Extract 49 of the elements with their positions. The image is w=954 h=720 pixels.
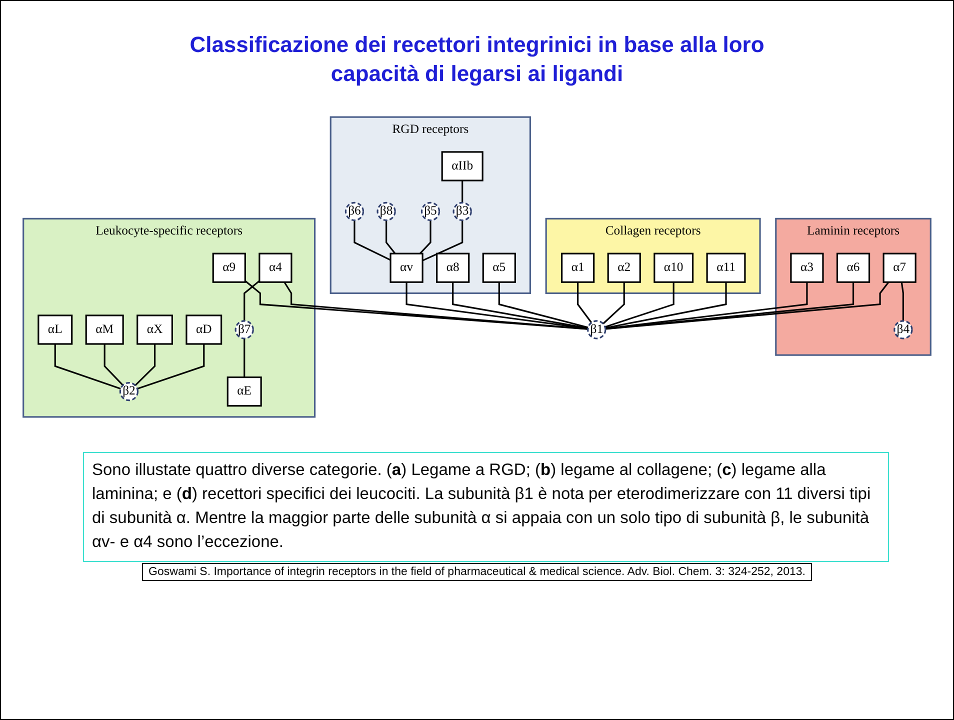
connector — [605, 282, 727, 329]
node-box: α3 — [790, 252, 824, 284]
node-box: αD — [186, 314, 222, 345]
node-box: α2 — [607, 252, 641, 284]
node-circle: β3 — [452, 202, 472, 222]
node-box: αIIb — [441, 151, 484, 182]
node-circle: β8 — [376, 202, 396, 222]
connector — [419, 220, 432, 254]
connector — [54, 344, 121, 390]
connector — [406, 282, 588, 330]
node-box: α1 — [561, 252, 595, 284]
connector — [386, 220, 396, 254]
node-circle: β4 — [894, 320, 913, 340]
connector — [498, 282, 588, 328]
caption: Sono illustate quattro diverse categorie. (a) Legame a RGD; (b) legame al collagene; (c) legame alla laminina; e (d) recettori specifici dei leucociti. La subunità β1 è nota per eterodimerizzare con 11 diversi tipi di subunità α. Mentre la maggior parte delle subunità α si appaia con un solo tipo di subunità β, le subunità αv- e α4 sono l’eccezione. — [83, 452, 889, 562]
connector — [602, 282, 625, 325]
connector — [137, 344, 205, 390]
connector — [134, 344, 156, 386]
node-box: α5 — [482, 252, 516, 284]
connector — [422, 220, 464, 262]
connector — [244, 280, 260, 322]
connector — [605, 282, 808, 330]
node-circle: β2 — [119, 382, 139, 402]
node-box: α8 — [436, 252, 470, 284]
connector — [244, 338, 246, 378]
node-box: αX — [136, 314, 173, 345]
connector — [462, 180, 464, 203]
node-box: α7 — [882, 252, 916, 284]
connector — [577, 282, 592, 324]
title: Classificazione dei recettori integrinici in base alla loro capacità di legarsi ai ligandi — [188, 31, 766, 88]
connector — [900, 282, 904, 322]
node-box: αM — [85, 314, 124, 345]
node-circle: β5 — [420, 202, 440, 222]
connector — [104, 344, 124, 386]
node-box: αE — [226, 376, 262, 407]
connector — [354, 220, 391, 261]
node-circle: β7 — [234, 320, 254, 340]
connector — [604, 282, 674, 328]
node-circle: β6 — [344, 202, 364, 222]
node-box: αL — [38, 314, 73, 345]
node-box: α9 — [212, 252, 246, 284]
node-box: α4 — [258, 252, 292, 284]
connector — [452, 282, 588, 330]
node-circle: β1 — [587, 320, 606, 340]
node-box: α6 — [836, 252, 870, 284]
citation-note: Goswami S. Importance of integrin receptors in the field of pharmaceutical & medical science. Adv. Biol. Chem. 3: 324-252, 2013. — [142, 562, 812, 581]
node-box: αv — [390, 252, 424, 284]
node-box: α10 — [654, 252, 694, 284]
node-box: α11 — [706, 252, 746, 284]
